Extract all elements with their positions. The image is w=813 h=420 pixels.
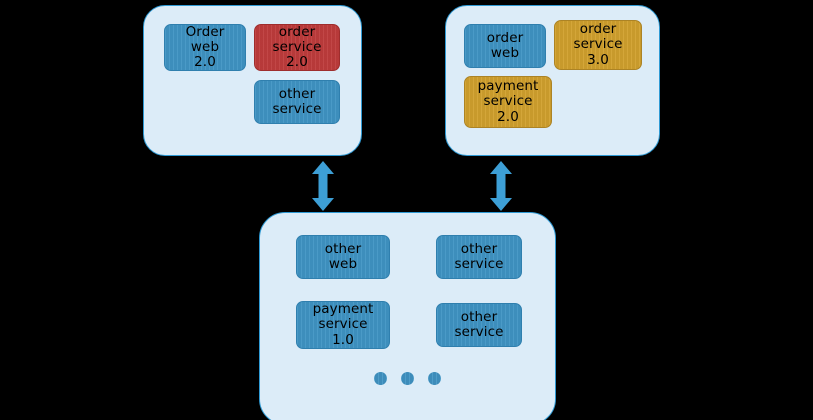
- ellipsis-dot: [428, 372, 441, 385]
- service-label: order service 2.0: [272, 23, 322, 71]
- service-box-order-web-2-0[interactable]: Order web 2.0: [164, 24, 246, 71]
- connector-left-arrow: [311, 161, 335, 211]
- service-label: payment service 1.0: [312, 301, 374, 348]
- service-label: other service: [454, 308, 504, 340]
- group-panel-top-left: Order web 2.0 order service 2.0 other se…: [143, 5, 362, 156]
- connector-right-arrow: [489, 161, 513, 211]
- ellipsis-dot: [401, 372, 414, 385]
- service-box-payment-service-1-0[interactable]: payment service 1.0: [296, 301, 390, 349]
- service-box-order-service-2-0[interactable]: order service 2.0: [254, 24, 340, 71]
- service-box-other-service-bottom-right[interactable]: other service: [436, 303, 522, 347]
- group-panel-bottom: other web other service payment service …: [259, 212, 556, 420]
- group-panel-top-right: order web order service 3.0 payment serv…: [445, 5, 660, 156]
- service-box-order-service-3-0[interactable]: order service 3.0: [554, 20, 642, 70]
- service-label: payment service 2.0: [477, 78, 539, 125]
- service-box-other-web[interactable]: other web: [296, 235, 390, 279]
- service-label: Order web 2.0: [185, 23, 225, 71]
- ellipsis-dots: [374, 372, 441, 385]
- service-box-payment-service-2-0[interactable]: payment service 2.0: [464, 76, 552, 128]
- service-label: other service: [454, 240, 504, 272]
- service-box-other-service-top-left[interactable]: other service: [254, 80, 340, 124]
- service-box-other-service-top-right-bottom[interactable]: other service: [436, 235, 522, 279]
- ellipsis-dot: [374, 372, 387, 385]
- service-label: other web: [324, 240, 362, 272]
- service-label: order service 3.0: [573, 21, 623, 68]
- service-box-order-web[interactable]: order web: [464, 24, 546, 68]
- service-label: order web: [486, 29, 524, 61]
- service-label: other service: [272, 85, 322, 117]
